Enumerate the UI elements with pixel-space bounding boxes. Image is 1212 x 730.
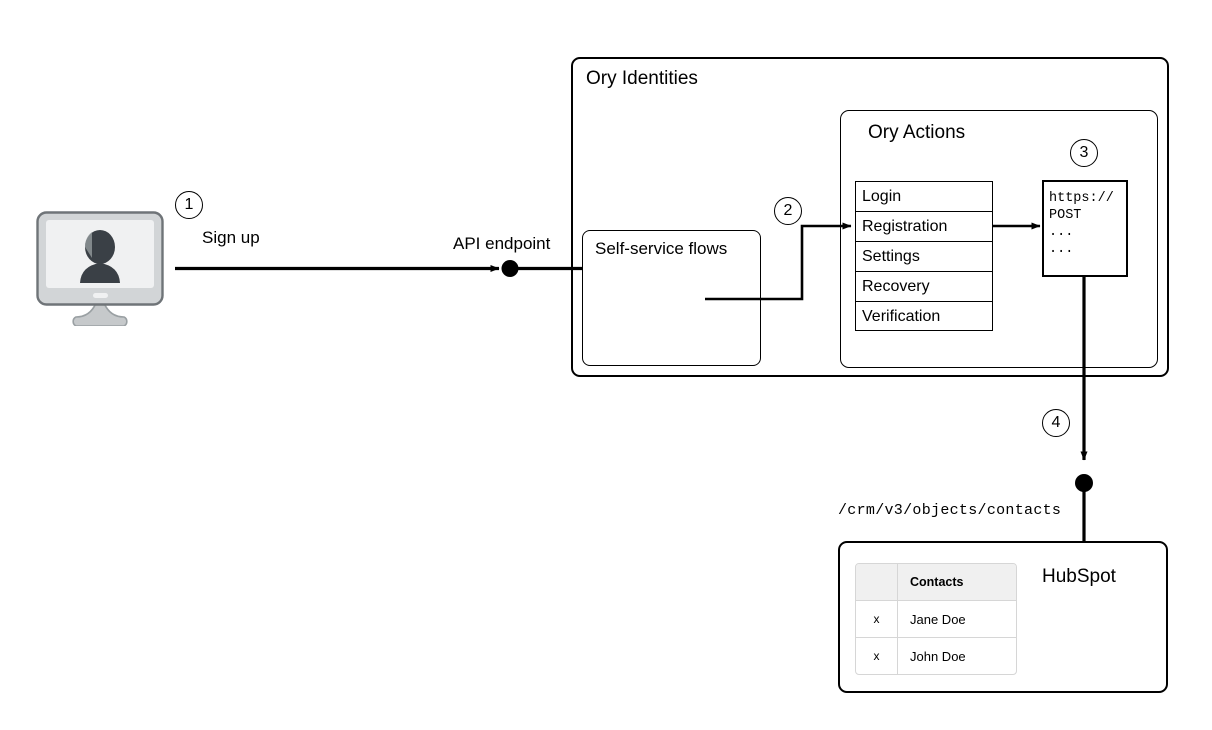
hubspot-title: HubSpot [1042, 566, 1116, 587]
api-endpoint-dot [501, 260, 519, 277]
table-header-select [856, 564, 898, 600]
step-marker-4: 4 [1042, 409, 1070, 437]
flow-list: Login Registration Settings Recovery Ver… [855, 181, 993, 331]
webhook-line-url: https:// [1049, 191, 1114, 206]
hubspot-endpoint-dot [1075, 474, 1093, 492]
self-service-flows-title: Self-service flows [595, 239, 728, 258]
webhook-line-method: POST [1049, 208, 1082, 223]
contacts-table: Contacts x Jane Doe x John Doe [855, 563, 1017, 675]
webhook-line-body-2: ... [1049, 242, 1074, 257]
webhook-line-body-1: ... [1049, 225, 1074, 240]
row-select-marker[interactable]: x [856, 601, 898, 637]
table-row[interactable]: x John Doe [856, 638, 1016, 674]
flow-item-recovery[interactable]: Recovery [856, 272, 992, 302]
flow-item-label: Registration [862, 217, 948, 235]
table-header-row: Contacts [856, 564, 1016, 601]
ory-actions-title: Ory Actions [868, 122, 966, 143]
flow-item-registration[interactable]: Registration [856, 212, 992, 242]
flow-item-label: Verification [862, 308, 941, 325]
row-contact-name: Jane Doe [910, 611, 966, 627]
flow-item-label: Login [862, 187, 902, 205]
step-marker-3: 3 [1070, 139, 1098, 167]
table-row[interactable]: x Jane Doe [856, 601, 1016, 638]
hubspot-container [838, 541, 1168, 693]
client-monitor [36, 211, 164, 327]
edge-label-sign-up: Sign up [202, 228, 260, 247]
step-marker-1: 1 [175, 191, 203, 219]
ory-actions-container [840, 110, 1158, 368]
table-header-contacts: Contacts [910, 575, 964, 589]
step-marker-2: 2 [774, 197, 802, 225]
webhook-payload-box: https:// POST ... ... [1042, 180, 1128, 277]
ory-identities-container [571, 57, 1169, 377]
user-monitor-icon [36, 211, 164, 327]
flow-item-label: Recovery [862, 277, 930, 295]
flow-item-verification[interactable]: Verification [856, 302, 992, 332]
label-api-endpoint: API endpoint [453, 234, 551, 253]
ory-identities-title: Ory Identities [586, 68, 698, 89]
row-select-marker[interactable]: x [856, 638, 898, 674]
self-service-flows-box [582, 230, 761, 366]
flow-item-login[interactable]: Login [856, 182, 992, 212]
row-contact-name: John Doe [910, 648, 966, 664]
label-crm-path: /crm/v3/objects/contacts [838, 502, 1062, 519]
flow-item-settings[interactable]: Settings [856, 242, 992, 272]
flow-item-label: Settings [862, 247, 920, 265]
